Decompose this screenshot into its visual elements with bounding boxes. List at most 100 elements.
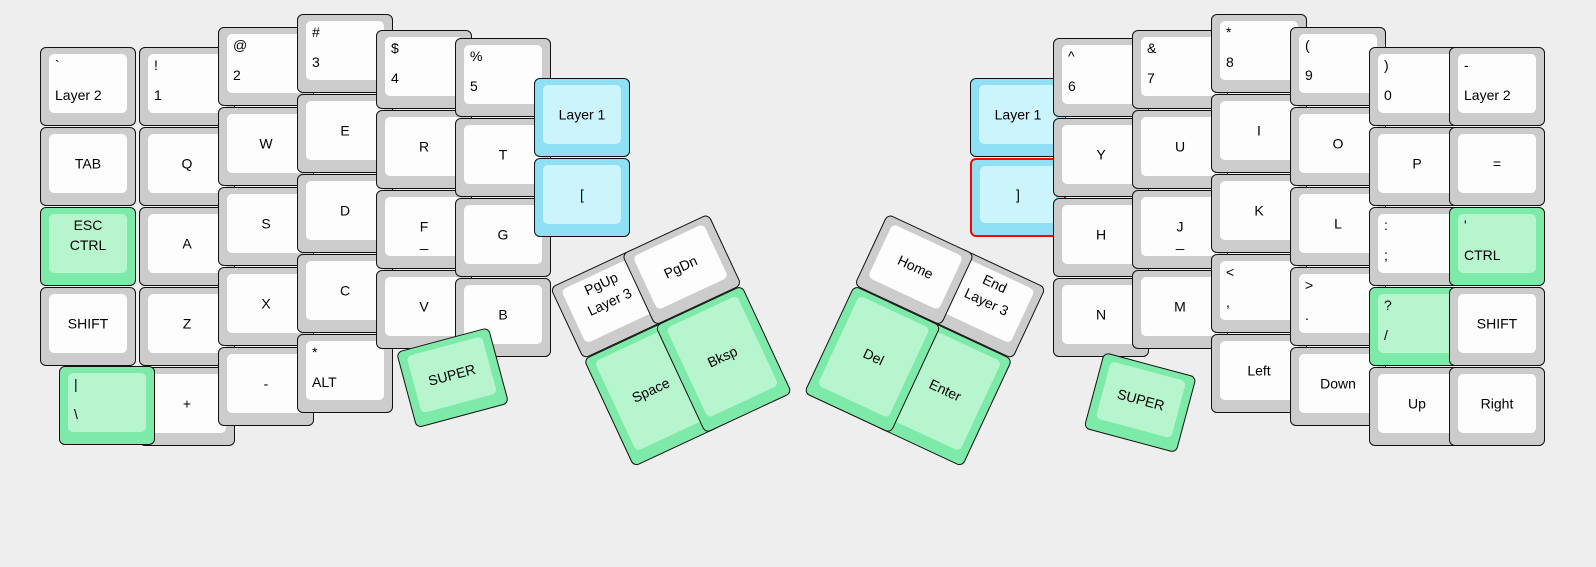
- key-w-cap: W: [227, 114, 305, 173]
- key-s-legend-main: S: [261, 215, 271, 231]
- key-semicolon-legend-top: :: [1384, 217, 1388, 233]
- key-w-legend-main: W: [259, 135, 273, 151]
- key-dash-layer2[interactable]: -Layer 2: [1449, 47, 1545, 126]
- key-8-legend-top: *: [1226, 24, 1232, 40]
- key-a-legend-main: A: [182, 235, 192, 251]
- key-down-legend-main: Down: [1320, 375, 1356, 391]
- key-i-legend-main: I: [1257, 122, 1261, 138]
- key-8-cap: *8: [1220, 21, 1298, 80]
- key-layer1-left[interactable]: Layer 1: [534, 78, 630, 157]
- key-up-cap: Up: [1378, 374, 1456, 433]
- key-9-cap: (9: [1299, 34, 1377, 93]
- key-quote-ctrl-cap: 'CTRL: [1458, 214, 1536, 273]
- key-r-legend-main: R: [418, 138, 430, 154]
- key-pipe-backslash[interactable]: |\: [59, 366, 155, 445]
- key-up-legend-main: Up: [1408, 395, 1426, 411]
- key-left-legend-main: Left: [1247, 362, 1271, 378]
- key-7-cap: &7: [1141, 37, 1219, 96]
- key-3-cap: #3: [306, 21, 384, 80]
- key-z-cap: Z: [148, 294, 226, 353]
- key-pipe-backslash-legend-top: |: [74, 376, 78, 392]
- key-6-cap: ^6: [1062, 45, 1140, 104]
- key-layer1-right[interactable]: Layer 1: [970, 78, 1066, 157]
- key-6-legend-top: ^: [1068, 48, 1075, 64]
- key-shift[interactable]: SHIFT: [40, 287, 136, 366]
- key-alt[interactable]: *ALT: [297, 334, 393, 413]
- key-comma-legend-main: ,: [1226, 294, 1230, 310]
- key-b[interactable]: B: [455, 278, 551, 357]
- key-f-homing-bar: _: [419, 234, 429, 251]
- key-5-legend-top: %: [470, 48, 483, 64]
- key-t-cap: T: [464, 125, 542, 184]
- key-right-legend-main: Right: [1480, 395, 1514, 411]
- key-grave-layer2[interactable]: `Layer 2: [40, 47, 136, 126]
- key-f-legend-main: F: [419, 218, 429, 234]
- key-home-legend-main: Home: [895, 251, 937, 282]
- key-right[interactable]: Right: [1449, 367, 1545, 446]
- key-t-legend-main: T: [498, 146, 508, 162]
- key-period-legend-main: .: [1305, 307, 1309, 323]
- key-2-legend-main: 2: [233, 67, 241, 83]
- key-n-legend-main: N: [1095, 306, 1107, 322]
- key-bracket-left[interactable]: [: [534, 158, 630, 237]
- key-3-legend-top: #: [312, 24, 320, 40]
- key-u-cap: U: [1141, 117, 1219, 176]
- key-r[interactable]: R: [376, 110, 472, 189]
- key-q-legend-main: Q: [181, 155, 193, 171]
- key-2-cap: @2: [227, 34, 305, 93]
- key-8[interactable]: *8: [1211, 14, 1307, 93]
- key-4-legend-top: $: [391, 40, 399, 56]
- key-j-cap: J_: [1141, 197, 1219, 256]
- key-p-cap: P: [1378, 134, 1456, 193]
- key-super-right[interactable]: SUPER: [1083, 352, 1197, 454]
- key-shift-right[interactable]: SHIFT: [1449, 287, 1545, 366]
- key-z-legend-main: Z: [182, 315, 192, 331]
- key-minus-cap: -: [227, 354, 305, 413]
- key-super-left-cap: SUPER: [406, 336, 498, 414]
- key-esc-ctrl-legend-main: CTRL: [69, 237, 107, 253]
- key-grave-layer2-cap: `Layer 2: [49, 54, 127, 113]
- key-3-legend-main: 3: [312, 54, 320, 70]
- key-minus-legend-main: -: [263, 375, 269, 391]
- key-0-legend-main: 0: [1384, 87, 1392, 103]
- key-bksp-legend-main: Bksp: [704, 342, 740, 371]
- key-b-legend-main: B: [498, 306, 508, 322]
- key-quote-ctrl[interactable]: 'CTRL: [1449, 207, 1545, 286]
- key-a-cap: A: [148, 214, 226, 273]
- key-grave-layer2-legend-top: `: [55, 57, 60, 73]
- key-y-legend-main: Y: [1096, 146, 1106, 162]
- key-down[interactable]: Down: [1290, 347, 1386, 426]
- key-j-homing-bar: _: [1175, 234, 1185, 251]
- key-super-left-legend-main: SUPER: [426, 360, 478, 389]
- key-k-legend-main: K: [1254, 202, 1264, 218]
- key-alt-legend-top: *: [312, 344, 318, 360]
- key-y[interactable]: Y: [1053, 118, 1149, 197]
- key-u-legend-main: U: [1174, 138, 1186, 154]
- key-period-cap: >.: [1299, 274, 1377, 333]
- key-tab[interactable]: TAB: [40, 127, 136, 206]
- key-l-legend-main: L: [1334, 215, 1342, 231]
- key-s-cap: S: [227, 194, 305, 253]
- key-x-legend-main: X: [261, 295, 271, 311]
- key-layer1-right-legend-main: Layer 1: [994, 106, 1042, 122]
- key-1-legend-top: !: [154, 57, 158, 73]
- key-quote-ctrl-legend-top: ': [1464, 217, 1467, 233]
- key-v-legend-main: V: [419, 298, 429, 314]
- key-shift-legend-main: SHIFT: [67, 315, 109, 331]
- key-o-cap: O: [1299, 114, 1377, 173]
- key-equal[interactable]: =: [1449, 127, 1545, 206]
- key-e-cap: E: [306, 101, 384, 160]
- key-dash-layer2-cap: -Layer 2: [1458, 54, 1536, 113]
- key-5-legend-main: 5: [470, 78, 478, 94]
- key-super-right-cap: SUPER: [1095, 361, 1187, 439]
- key-del-legend-main: Del: [860, 344, 887, 368]
- key-7-legend-main: 7: [1147, 70, 1155, 86]
- key-d-legend-main: D: [339, 202, 351, 218]
- key-bracket-right[interactable]: ]: [970, 158, 1066, 237]
- key-5-cap: %5: [464, 45, 542, 104]
- key-equal-cap: =: [1458, 134, 1536, 193]
- key-j-legend-main: J: [1176, 218, 1184, 234]
- key-down-cap: Down: [1299, 354, 1377, 413]
- key-k-cap: K: [1220, 181, 1298, 240]
